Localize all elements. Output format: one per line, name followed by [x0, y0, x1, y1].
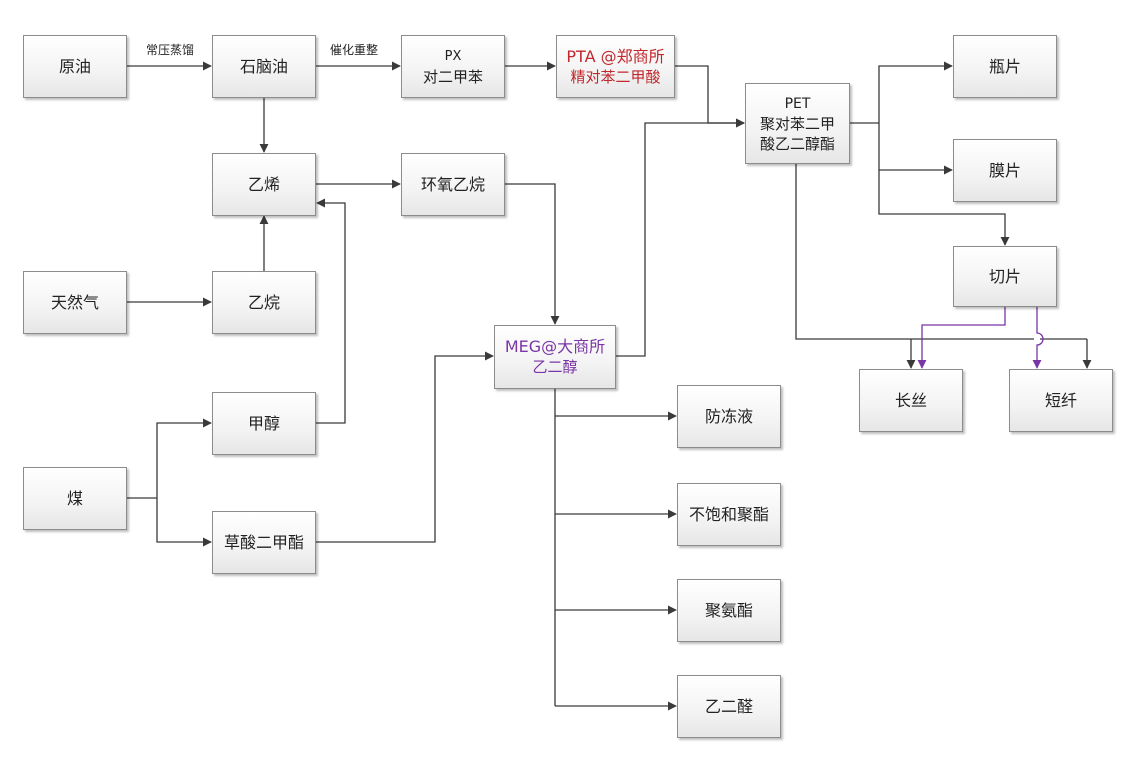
edge-slices-to-filament: [917, 307, 1006, 369]
node-pet[interactable]: PET 聚对苯二甲 酸乙二醇酯: [745, 83, 850, 164]
edge-pet-fiber-bus: [795, 164, 1087, 340]
node-ethylene-oxide-label: 环氧乙烷: [420, 174, 485, 194]
node-polyurethane[interactable]: 聚氨酯: [677, 579, 781, 642]
node-px-line-1: PX: [444, 48, 462, 64]
edge-pet-to-slices: [878, 170, 1010, 246]
node-pet-line-3: 酸乙二醇酯: [759, 134, 835, 153]
node-natural-gas[interactable]: 天然气: [23, 271, 127, 334]
node-dimethyl-oxalate-label: 草酸二甲酯: [223, 532, 304, 552]
node-meg-line-2: 乙二醇: [532, 358, 578, 376]
node-ethane[interactable]: 乙烷: [212, 271, 316, 334]
node-bottle-chips-label: 瓶片: [988, 56, 1021, 76]
edge-label-catalytic-reforming: 催化重整: [330, 43, 379, 57]
node-naphtha[interactable]: 石脑油: [212, 35, 316, 98]
edge-pet-to-film-chips: [878, 123, 953, 175]
node-ethylene[interactable]: 乙烯: [212, 153, 316, 216]
node-methanol[interactable]: 甲醇: [212, 392, 316, 455]
node-antifreeze[interactable]: 防冻液: [677, 385, 781, 448]
node-bottle-chips[interactable]: 瓶片: [953, 35, 1057, 98]
node-staple-fiber[interactable]: 短纤: [1009, 369, 1113, 432]
node-crude-oil[interactable]: 原油: [23, 35, 127, 98]
node-pta-line-1: PTA @郑商所: [566, 46, 665, 66]
node-methanol-label: 甲醇: [247, 413, 280, 433]
node-slices[interactable]: 切片: [953, 246, 1057, 307]
node-antifreeze-label: 防冻液: [704, 406, 753, 426]
node-film-chips[interactable]: 膜片: [953, 139, 1057, 202]
edge-coal-to-methanol: [156, 418, 212, 498]
node-filament[interactable]: 长丝: [859, 369, 963, 432]
node-coal-label: 煤: [66, 488, 83, 508]
node-natural-gas-label: 天然气: [50, 292, 99, 312]
node-polyurethane-label: 聚氨酯: [704, 600, 753, 620]
node-unsaturated-polyester[interactable]: 不饱和聚酯: [677, 483, 781, 546]
node-pet-line-1: PET: [784, 95, 811, 112]
edge-ethylene-oxide-to-meg: [505, 183, 560, 325]
node-meg-line-1: MEG@大商所: [504, 337, 606, 356]
edge-pet-to-bottle-chips: [878, 61, 953, 123]
node-crude-oil-label: 原油: [58, 56, 91, 76]
node-px[interactable]: PX 对二甲苯: [401, 35, 505, 98]
node-glyoxal[interactable]: 乙二醛: [677, 675, 781, 738]
node-ethylene-label: 乙烯: [247, 174, 280, 194]
edge-coal-to-dimethyl-oxalate: [156, 498, 212, 547]
node-film-chips-label: 膜片: [988, 160, 1021, 180]
node-naphtha-label: 石脑油: [239, 56, 288, 76]
node-meg[interactable]: MEG@大商所 乙二醇: [494, 325, 616, 389]
node-pet-line-2: 聚对苯二甲: [759, 114, 835, 133]
node-ethylene-oxide[interactable]: 环氧乙烷: [401, 153, 505, 216]
edge-label-atmospheric-distillation: 常压蒸馏: [146, 43, 195, 57]
edge-pta-to-pet: [675, 65, 745, 128]
node-coal[interactable]: 煤: [23, 467, 127, 530]
node-pta-line-2: 精对苯二甲酸: [570, 67, 661, 86]
node-glyoxal-label: 乙二醛: [704, 696, 753, 716]
node-slices-label: 切片: [988, 266, 1021, 286]
node-ethane-label: 乙烷: [247, 292, 280, 312]
node-dimethyl-oxalate[interactable]: 草酸二甲酯: [212, 511, 316, 574]
edge-slices-to-staple-fiber: [1032, 307, 1044, 369]
node-px-line-2: 对二甲苯: [422, 67, 483, 86]
edge-meg-to-pet: [616, 118, 745, 357]
node-filament-label: 长丝: [894, 390, 927, 410]
edge-dimethyl-oxalate-to-meg: [316, 351, 494, 543]
node-unsaturated-polyester-label: 不饱和聚酯: [688, 504, 769, 524]
node-pta[interactable]: PTA @郑商所 精对苯二甲酸: [556, 35, 675, 98]
edge-methanol-to-ethylene: [316, 198, 346, 424]
node-staple-fiber-label: 短纤: [1044, 390, 1077, 410]
